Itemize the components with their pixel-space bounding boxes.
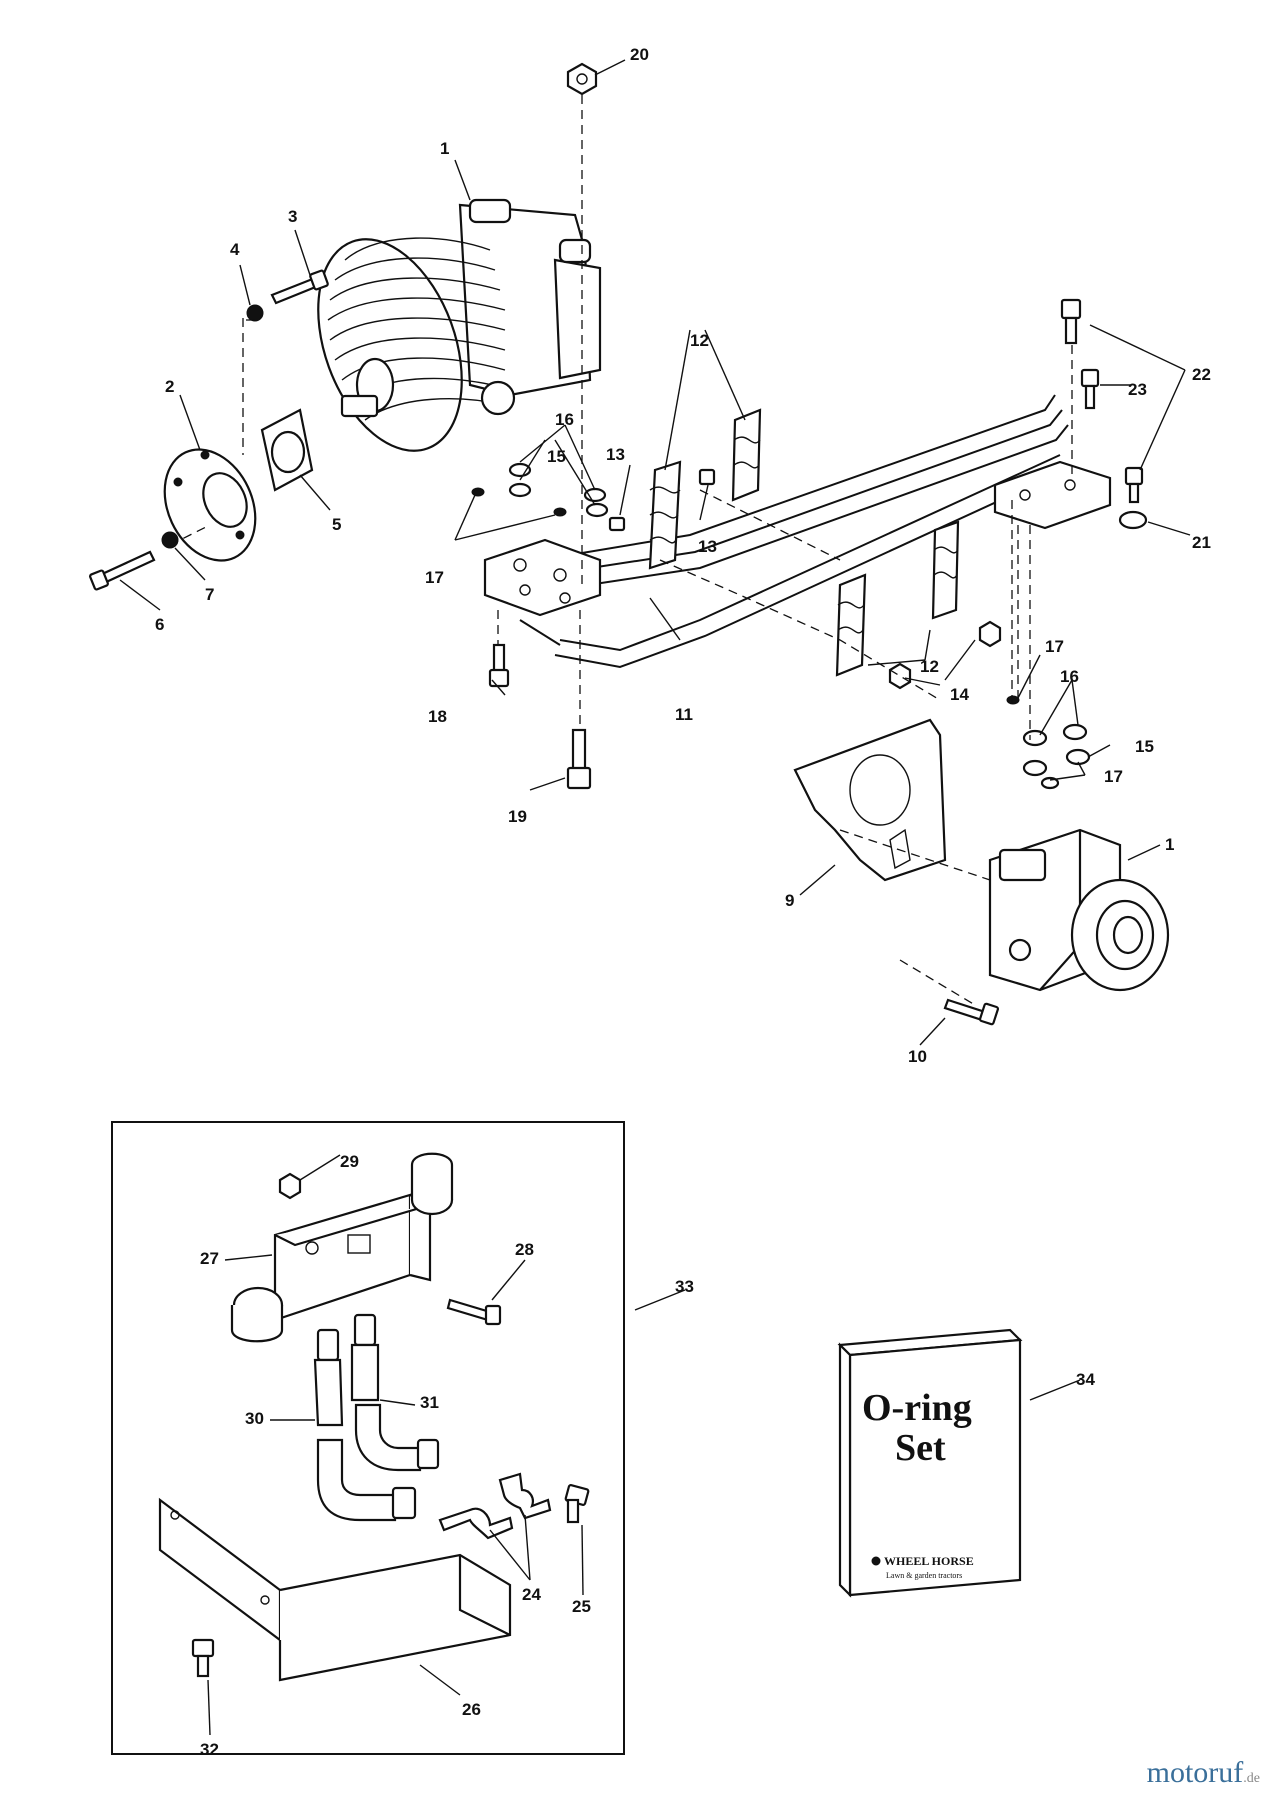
callout-17-mid: 17 [1045, 637, 1064, 656]
oring-brand: WHEEL HORSE [884, 1554, 974, 1568]
callout-3: 3 [288, 207, 297, 226]
kit-box-33 [111, 1121, 625, 1755]
clamp-12b [731, 408, 762, 502]
callout-12-bottom: 12 [920, 657, 939, 676]
nut-7 [161, 531, 179, 549]
nut-4 [246, 304, 264, 322]
valve-27 [230, 1152, 454, 1343]
callout-9: 9 [785, 891, 794, 910]
bracket-26 [158, 1497, 512, 1682]
hose-31 [350, 1313, 440, 1472]
hydraulic-motor [317, 198, 602, 452]
washer-21 [1118, 510, 1148, 530]
bolt-32 [191, 1638, 215, 1678]
watermark: motoruf.de [1147, 1756, 1260, 1790]
coupler [163, 448, 257, 562]
watermark-name: motoruf [1146, 1756, 1244, 1789]
callout-10: 10 [908, 1047, 927, 1066]
callout-28: 28 [515, 1240, 534, 1259]
nut-20 [566, 62, 598, 96]
gasket-9 [793, 718, 947, 882]
mount-plate-left [483, 538, 602, 617]
bolt-22b [1124, 466, 1144, 504]
callout-16-right: 16 [1060, 667, 1079, 686]
bolt-6 [89, 550, 156, 591]
callout-1-pump: 1 [1165, 835, 1174, 854]
callout-labels: 1 1 2 3 4 5 6 7 9 10 11 12 12 13 13 14 1… [155, 45, 1211, 1759]
nut-29 [278, 1172, 302, 1200]
leader-lines [119, 59, 1191, 1046]
callout-25: 25 [572, 1597, 591, 1616]
bolt-10 [943, 998, 1000, 1026]
callout-19: 19 [508, 807, 527, 826]
callout-16-left: 16 [555, 410, 574, 429]
watermark-tld: .de [1243, 1771, 1260, 1786]
alignment-lines [169, 95, 1073, 1006]
bolt-19 [566, 728, 592, 790]
callout-29: 29 [340, 1152, 359, 1171]
callout-18: 18 [428, 707, 447, 726]
callout-13-left: 13 [606, 445, 625, 464]
bolt-3 [270, 269, 329, 305]
hose-30 [313, 1328, 417, 1522]
callout-31: 31 [420, 1393, 439, 1412]
clamp-12c [835, 573, 867, 677]
oring-set-box [837, 1328, 1023, 1598]
callout-6: 6 [155, 615, 164, 634]
oring-title-line1: O-ring [862, 1387, 972, 1429]
callout-12-top: 12 [690, 331, 709, 350]
callout-15-right: 15 [1135, 737, 1154, 756]
bolt-28 [446, 1298, 502, 1326]
hydraulic-pump [988, 828, 1170, 992]
callout-27: 27 [200, 1249, 219, 1268]
flange [260, 408, 314, 492]
callout-22: 22 [1192, 365, 1211, 384]
callout-23: 23 [1128, 380, 1147, 399]
clamps-24 [438, 1472, 552, 1540]
callout-21: 21 [1192, 533, 1211, 552]
clamp-12a [648, 460, 682, 570]
callout-11: 11 [675, 705, 693, 724]
bolt-22a [1060, 298, 1082, 345]
callout-7: 7 [205, 585, 214, 604]
oring-brand-sub: Lawn & garden tractors [886, 1571, 962, 1580]
callout-5: 5 [332, 515, 341, 534]
callout-2: 2 [165, 377, 174, 396]
callout-32: 32 [200, 1740, 219, 1759]
oring-title-line2: Set [895, 1427, 946, 1469]
bolt-25 [564, 1484, 590, 1524]
callout-30: 30 [245, 1409, 264, 1428]
callout-14: 14 [950, 685, 969, 704]
bolt-23 [1080, 368, 1100, 410]
callout-17-left: 17 [425, 568, 444, 587]
callout-4: 4 [230, 240, 240, 259]
callout-15-left: 15 [547, 447, 566, 466]
callout-26: 26 [462, 1700, 481, 1719]
callout-20: 20 [630, 45, 649, 64]
callout-34: 34 [1076, 1370, 1095, 1389]
wheel-horse-logo-icon [871, 1556, 881, 1566]
callout-13-right: 13 [698, 537, 717, 556]
mount-plate-right [993, 460, 1112, 530]
callout-33: 33 [675, 1277, 694, 1296]
callout-1-motor: 1 [440, 139, 449, 158]
clamp-12d [931, 520, 960, 620]
callout-24: 24 [522, 1585, 541, 1604]
callout-17-right: 17 [1104, 767, 1123, 786]
